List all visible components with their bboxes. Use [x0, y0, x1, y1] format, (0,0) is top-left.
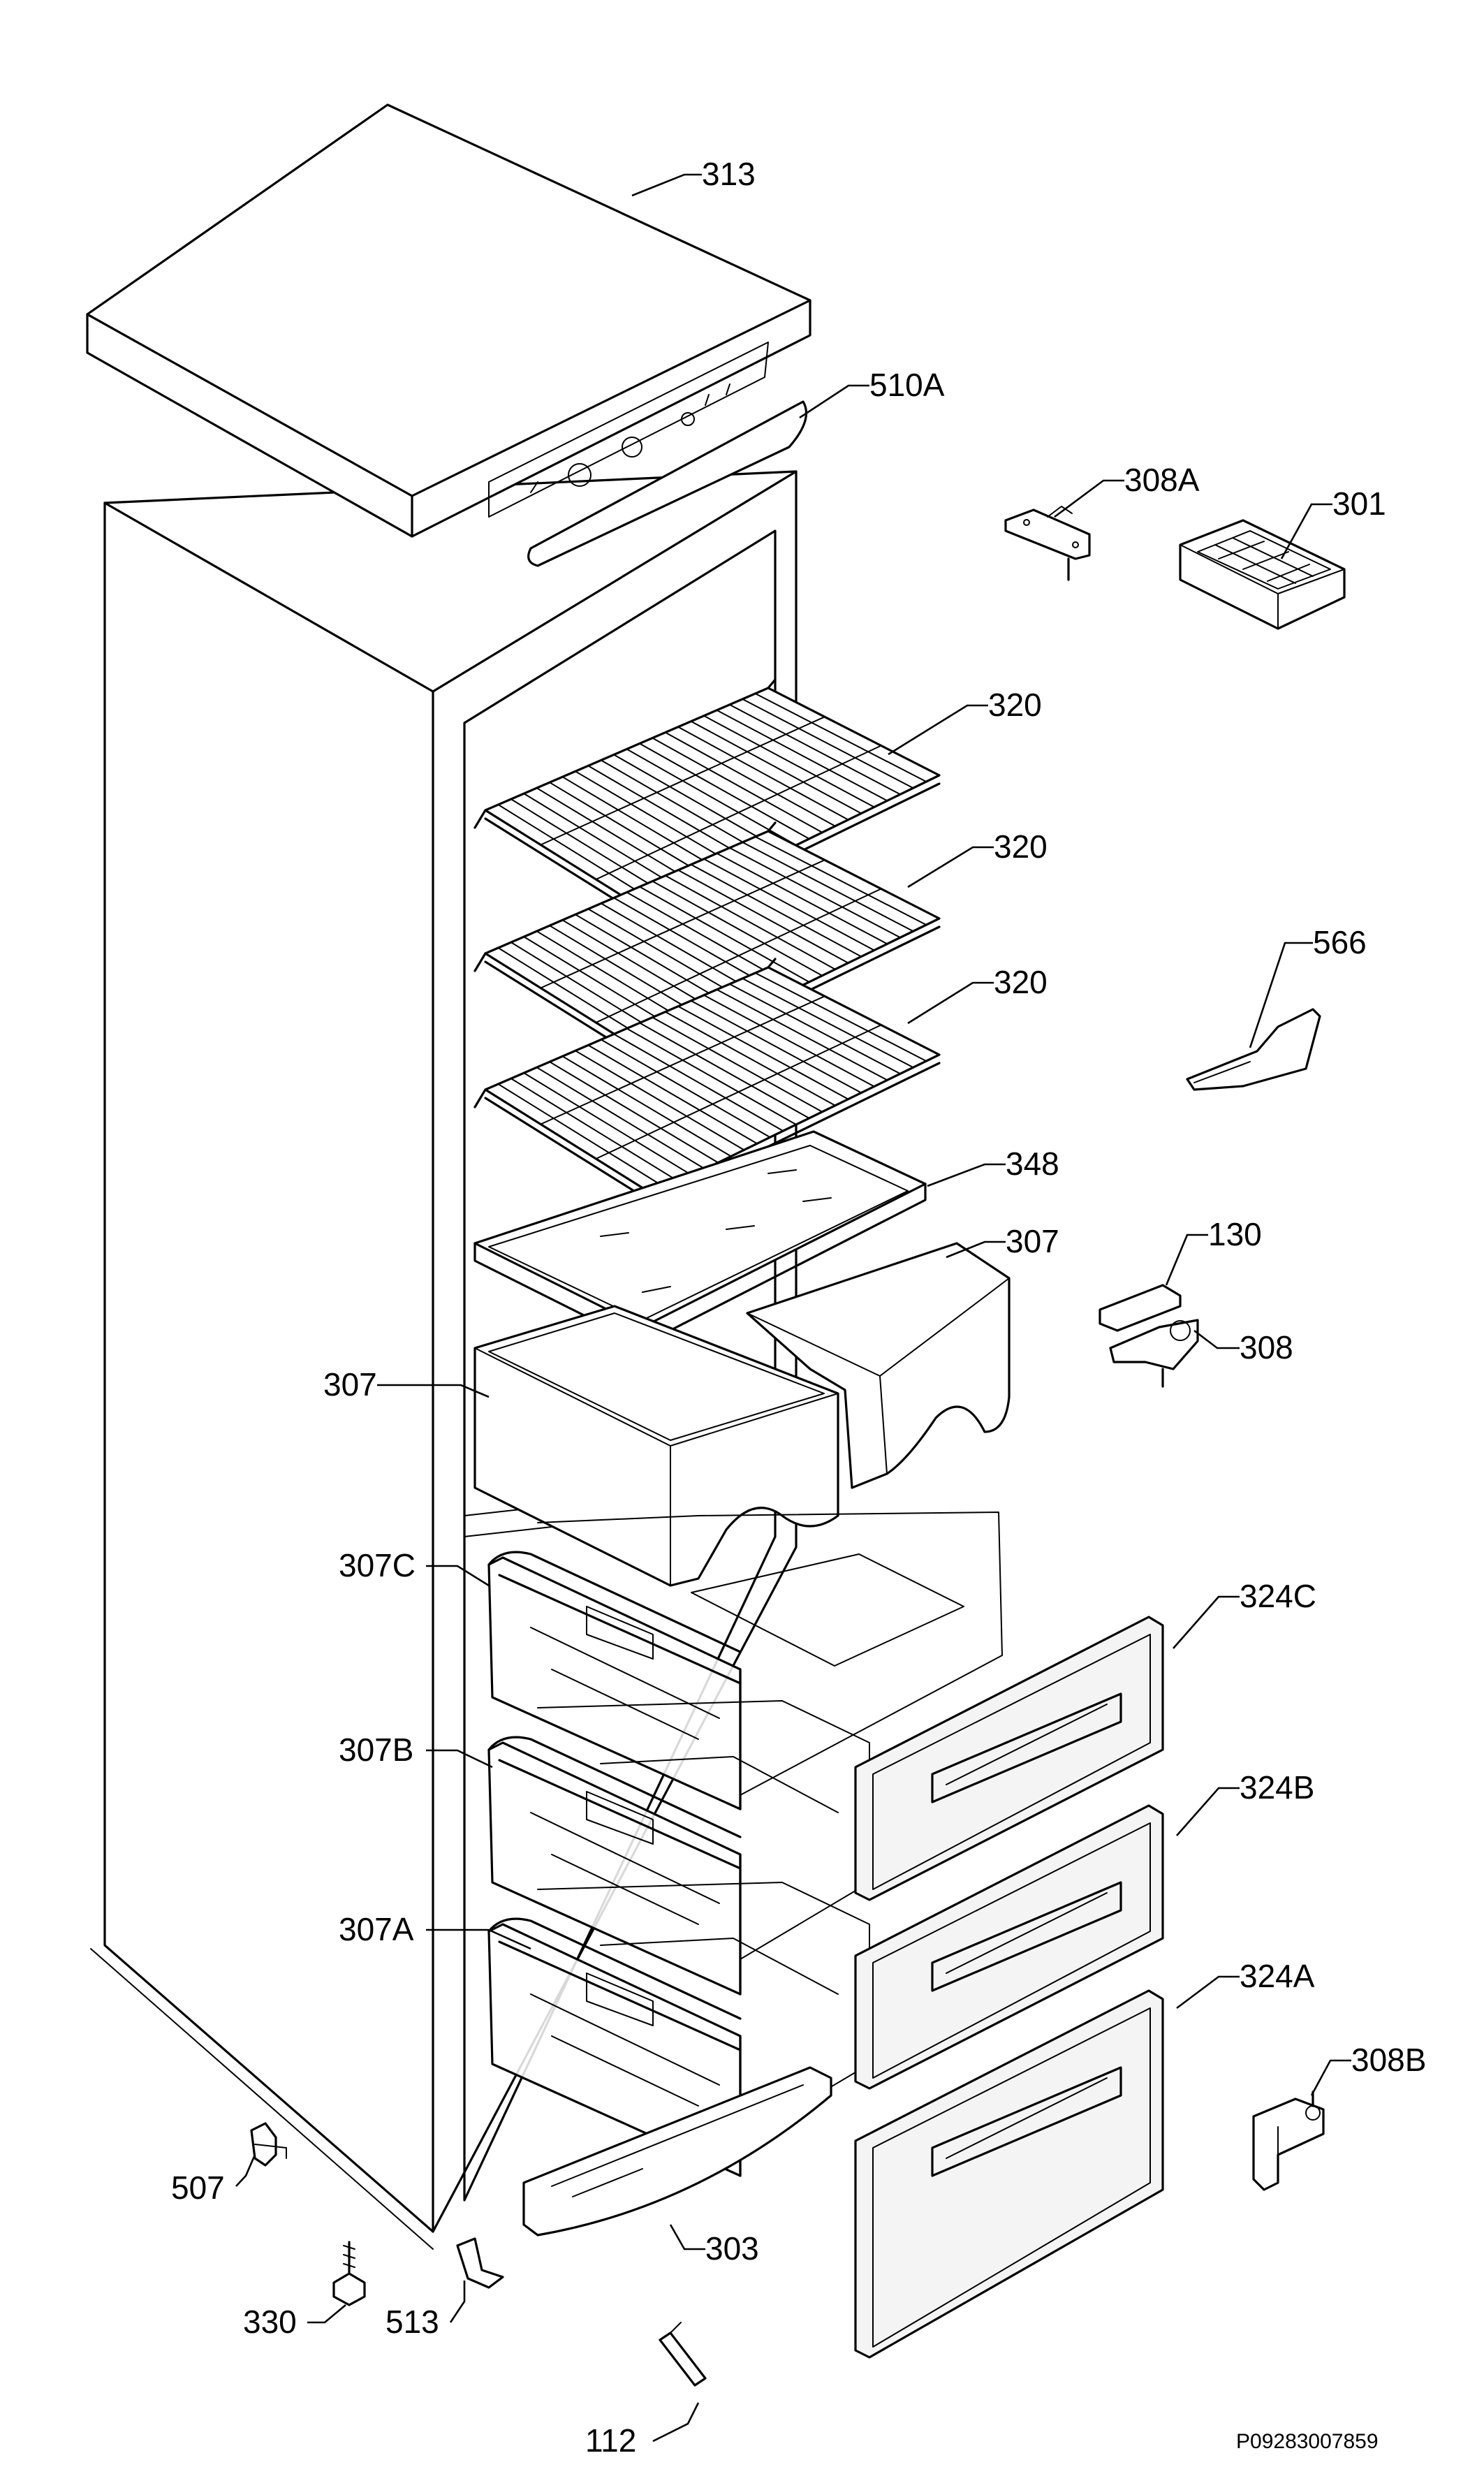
label-308B: 308B — [1351, 2042, 1426, 2078]
drawer-front-324B — [854, 1804, 1164, 2090]
label-307B: 307B — [339, 1732, 413, 1768]
label-303: 303 — [705, 2230, 759, 2267]
label-301: 301 — [1332, 485, 1386, 522]
control-fascia-510A — [527, 400, 808, 567]
wire-shelves — [473, 678, 941, 1204]
ice-scraper-566 — [1186, 1008, 1321, 1091]
glass-shelf-348 — [473, 1130, 927, 1346]
leader-lines — [235, 173, 1351, 2443]
freezer-drawers — [487, 1512, 1003, 2177]
label-507: 507 — [171, 2169, 225, 2206]
wire-shelf-320-top — [473, 678, 941, 925]
drawer-307B — [487, 1700, 870, 1996]
label-330: 330 — [243, 2304, 297, 2340]
label-112: 112 — [585, 2422, 636, 2459]
label-307-right: 307 — [1006, 1223, 1059, 1259]
hinge-308B — [1252, 2091, 1325, 2191]
drawer-front-324C — [854, 1616, 1164, 1901]
label-566: 566 — [1313, 924, 1367, 960]
label-324C: 324C — [1240, 1578, 1316, 1614]
label-348: 348 — [1006, 1145, 1059, 1182]
label-307A: 307A — [339, 1911, 414, 1947]
part-labels: 313 510A 308A 301 320 320 320 566 348 30… — [171, 156, 1426, 2459]
hinge-assembly-130-308 — [1099, 1284, 1199, 1388]
label-320-middle: 320 — [994, 828, 1048, 865]
clip-507 — [250, 2122, 287, 2167]
adjustable-foot-330 — [332, 2241, 366, 2306]
label-130: 130 — [1208, 1216, 1262, 1252]
label-513: 513 — [385, 2304, 439, 2340]
drawer-307C — [487, 1512, 1003, 1810]
bracket-513 — [456, 2237, 504, 2289]
label-313: 313 — [702, 156, 756, 192]
kickplate-303 — [522, 2066, 832, 2237]
hinge-308A — [1004, 506, 1091, 581]
label-320-top: 320 — [988, 687, 1042, 723]
label-308: 308 — [1240, 1329, 1293, 1366]
label-510A: 510A — [869, 367, 945, 403]
label-324B: 324B — [1240, 1769, 1314, 1806]
label-307C: 307C — [339, 1547, 416, 1583]
drawer-fronts — [854, 1616, 1164, 2359]
ice-tray-301 — [1179, 519, 1346, 630]
label-320-bottom: 320 — [994, 964, 1048, 1000]
drawer-front-324A — [854, 1989, 1164, 2359]
label-324A: 324A — [1240, 1958, 1315, 1994]
drawing-code: P09283007859 — [1236, 2430, 1379, 2453]
label-307-left: 307 — [323, 1366, 377, 1403]
wire-shelf-320-middle — [473, 821, 941, 1068]
drain-channel-112 — [659, 2322, 707, 2387]
freezer-basket-307-right — [746, 1242, 1011, 1489]
top-cover-313 — [86, 103, 811, 538]
label-308A: 308A — [1124, 462, 1200, 498]
freezer-basket-307-left — [473, 1305, 839, 1587]
drawer-307A — [487, 1882, 870, 2177]
